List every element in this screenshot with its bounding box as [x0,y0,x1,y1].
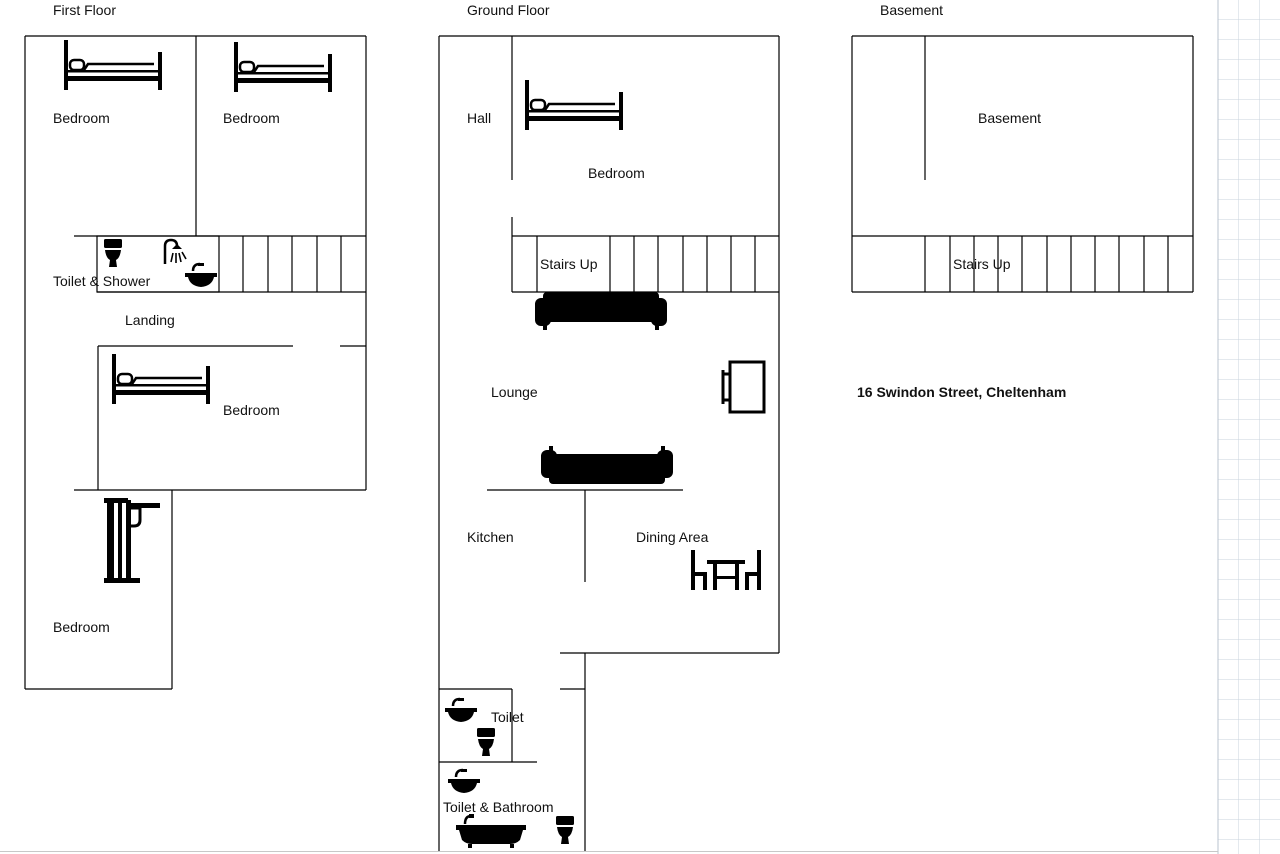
toilet-icon [556,816,574,844]
first-floor-plan [24,35,367,690]
room-label-lounge: Lounge [491,384,538,400]
basin-icon [446,767,482,795]
room-label-stairs-up: Stairs Up [540,256,598,272]
first-floor-heading: First Floor [53,2,116,18]
room-label-toilet-shower: Toilet & Shower [53,273,151,289]
basin-icon [443,696,479,724]
basin-icon [183,261,219,289]
shower-icon [163,238,188,266]
room-label-stairs-up: Stairs Up [953,256,1011,272]
room-label-bedroom: Bedroom [223,110,280,126]
bottom-rule [0,851,1218,852]
room-label-toilet: Toilet [491,709,524,725]
ground-floor-plan [438,35,780,851]
sofa-icon [535,292,667,330]
room-label-bedroom: Bedroom [53,619,110,635]
basement-plan [851,35,1194,293]
room-label-dining-area: Dining Area [636,529,709,545]
toilet-icon [477,728,495,756]
room-label-kitchen: Kitchen [467,529,514,545]
radiator-icon [102,496,162,585]
ground-floor-heading: Ground Floor [467,2,550,18]
room-label-landing: Landing [125,312,175,328]
bed-icon [523,78,625,132]
room-label-bedroom: Bedroom [53,110,110,126]
room-label-bedroom: Bedroom [223,402,280,418]
room-label-toilet-bathroom: Toilet & Bathroom [443,799,554,815]
bathtub-icon [454,812,528,850]
room-label-bedroom: Bedroom [588,165,645,181]
toilet-icon [104,239,122,267]
bed-icon [232,40,334,94]
basement-heading: Basement [880,2,944,18]
property-address: 16 Swindon Street, Cheltenham [857,384,1067,400]
tv-icon [721,360,766,414]
bed-icon [62,38,164,92]
sheet-grid [1218,0,1280,854]
bed-icon [110,352,212,406]
sofa-icon [541,446,673,484]
dining-set-icon [691,550,761,590]
room-label-hall: Hall [467,110,492,126]
room-label-basement: Basement [978,110,1042,126]
